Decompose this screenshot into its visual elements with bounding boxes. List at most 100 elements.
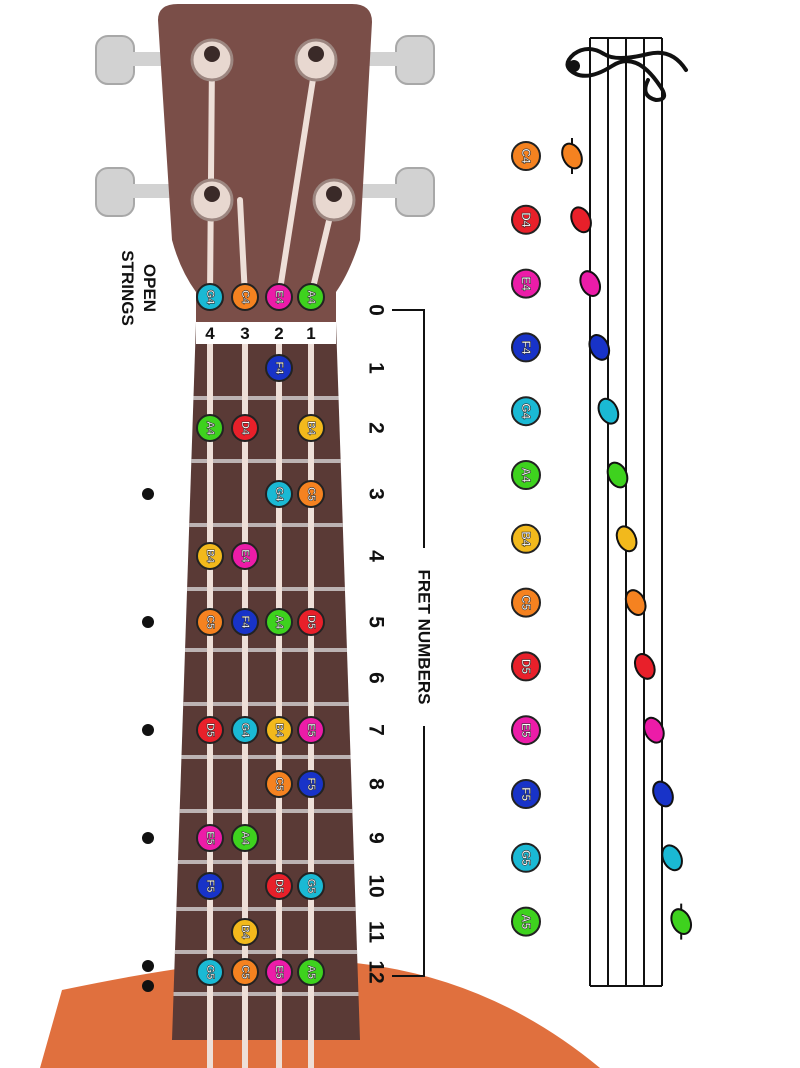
fret-number: 4 <box>365 550 388 562</box>
note-badge-d4: D4 <box>231 414 259 442</box>
staff-note-a4 <box>606 461 629 489</box>
note-label: D5 <box>204 723 216 737</box>
note-label: C5 <box>519 595 533 611</box>
note-label: G5 <box>305 879 317 894</box>
note-badge-d5: D5 <box>511 651 541 682</box>
position-marker-dot <box>142 832 154 844</box>
note-badge-c5: C5 <box>196 608 224 636</box>
note-badge-d5: D5 <box>196 716 224 744</box>
staff-note-d5 <box>633 653 656 680</box>
note-label: F5 <box>519 787 533 801</box>
note-label: E4 <box>273 290 285 304</box>
note-badge-f4: F4 <box>231 608 259 636</box>
note-badge-a4: A4 <box>231 824 259 852</box>
note-badge-b4: B4 <box>196 542 224 570</box>
note-label: G4 <box>239 723 251 739</box>
note-badge-e4: E4 <box>231 542 259 570</box>
note-label: B4 <box>239 925 251 940</box>
tuning-peg-bottom-left-hole <box>204 186 220 202</box>
nut <box>196 322 336 344</box>
note-label: C4 <box>519 148 533 164</box>
staff-note-f4 <box>588 334 611 361</box>
note-label: B4 <box>519 531 533 547</box>
fret-number: 2 <box>365 422 388 434</box>
note-badge-d4: D4 <box>511 204 541 235</box>
note-badge-g4: G4 <box>231 716 259 744</box>
staff-note-c4 <box>561 138 583 174</box>
fret-number: 3 <box>365 488 388 500</box>
note-label: A4 <box>273 615 285 630</box>
tuner-shaft-bottom-right <box>356 184 398 198</box>
note-badge-e4: E4 <box>511 268 541 299</box>
note-badge-a4: A4 <box>196 414 224 442</box>
position-markers <box>142 488 154 992</box>
fret-numbers-label-bg <box>412 548 436 726</box>
note-badge-b4: B4 <box>265 716 293 744</box>
note-badge-f5: F5 <box>297 770 325 798</box>
note-label: G4 <box>204 290 216 306</box>
tuner-key-top-left <box>95 35 135 85</box>
note-label: A4 <box>519 467 533 483</box>
note-label: G4 <box>273 487 285 503</box>
note-label: C4 <box>239 290 251 305</box>
staff-notes <box>561 138 693 940</box>
note-badge-f4: F4 <box>265 354 293 382</box>
note-label: E5 <box>273 965 285 979</box>
staff-note-e5 <box>643 716 665 744</box>
note-badge-a5: A5 <box>297 958 325 986</box>
tuning-pegs <box>190 38 356 222</box>
tuner-key-bottom-right <box>395 167 435 217</box>
note-label: B4 <box>204 549 216 564</box>
headstock <box>158 4 372 322</box>
treble-clef-icon <box>565 47 688 103</box>
fret-number: 6 <box>365 672 388 684</box>
note-badge-g5: G5 <box>511 842 541 873</box>
note-badge-c4: C4 <box>231 283 259 311</box>
note-badge-e5: E5 <box>265 958 293 986</box>
note-label: B4 <box>305 421 317 436</box>
note-label: A4 <box>239 831 251 846</box>
note-badge-e4: E4 <box>265 283 293 311</box>
staff-note-c5 <box>624 589 647 616</box>
fret-number: 0 <box>365 304 388 316</box>
note-label: E5 <box>305 723 317 737</box>
string-number: 2 <box>274 324 283 343</box>
tuner-keys <box>95 35 435 217</box>
open-strings-line2: STRINGS <box>118 250 137 326</box>
note-badge-c5: C5 <box>265 770 293 798</box>
note-badge-a4: A4 <box>511 460 541 490</box>
fret-numbers-label: FRET NUMBERS <box>415 569 434 704</box>
note-badge-c5: C5 <box>231 958 259 986</box>
note-label: E5 <box>204 831 216 845</box>
note-badge-a4: A4 <box>297 283 325 311</box>
note-badge-d5: D5 <box>297 608 325 636</box>
note-label: E4 <box>519 276 533 291</box>
string-number: 3 <box>240 324 249 343</box>
note-label: C5 <box>204 615 216 629</box>
tuner-shaft-bottom-left <box>132 184 174 198</box>
note-badge-d5: D5 <box>265 872 293 900</box>
note-badge-g4: G4 <box>265 480 293 508</box>
note-badge-a4: A4 <box>265 608 293 636</box>
note-label: A4 <box>305 290 317 305</box>
note-label: G4 <box>519 403 533 419</box>
note-label: A5 <box>305 965 317 979</box>
tuning-peg-top-right-hole <box>308 46 324 62</box>
string-number: 4 <box>205 324 215 343</box>
headstock-string <box>237 197 248 299</box>
note-badge-b4: B4 <box>297 414 325 442</box>
note-badge-g4: G4 <box>196 283 224 311</box>
note-label: C5 <box>273 777 285 791</box>
note-label: D4 <box>239 421 251 436</box>
open-strings-label: OPEN STRINGS <box>118 250 159 326</box>
note-badge-f5: F5 <box>511 779 541 809</box>
headstock-string <box>276 57 319 299</box>
note-label: D5 <box>273 879 285 893</box>
note-label: G5 <box>519 850 533 866</box>
staff-note-g4 <box>597 397 620 425</box>
note-label: E5 <box>519 723 533 738</box>
note-badge-g4: G4 <box>511 396 541 427</box>
